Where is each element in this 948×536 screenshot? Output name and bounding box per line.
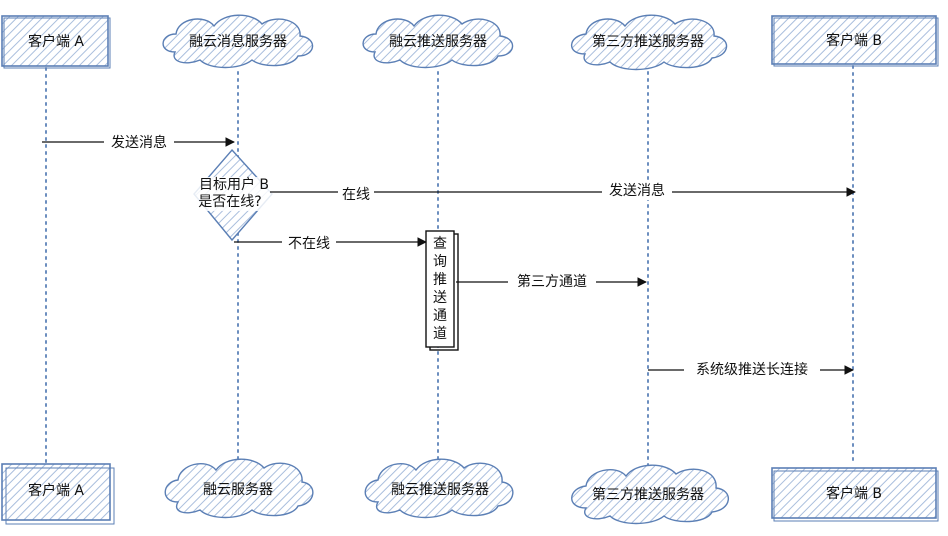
decision-online-check: 目标用户 B 是否在线? — [192, 148, 276, 242]
participant-label: 客户端 B — [826, 485, 882, 502]
participant-label: 客户端 A — [28, 482, 84, 499]
activation-char: 推 — [433, 272, 447, 288]
participant-top-rong-push: 融云推送服务器 — [362, 14, 514, 69]
participant-bottom-client-a: 客户端 A — [1, 463, 115, 525]
message-label: 发送消息 — [111, 134, 167, 151]
participant-label: 第三方推送服务器 — [592, 486, 704, 503]
participant-label: 融云服务器 — [203, 482, 273, 498]
activation-char: 送 — [433, 290, 447, 306]
activation-query-channel: 查 询 推 送 通 道 — [425, 230, 459, 351]
message-online: 在线 发送消息 — [270, 182, 856, 204]
participant-bottom-rong-push: 融云推送服务器 — [364, 458, 514, 519]
message-label: 不在线 — [288, 236, 330, 252]
activation-char: 查 — [433, 236, 447, 252]
message-label: 系统级推送长连接 — [696, 361, 808, 378]
participant-label: 第三方推送服务器 — [592, 33, 704, 50]
decision-line-2: 是否在线? — [198, 194, 261, 210]
message-label: 发送消息 — [609, 182, 665, 199]
participant-label: 客户端 A — [28, 33, 84, 50]
participant-bottom-client-b: 客户端 B — [771, 467, 939, 522]
message-label: 在线 — [342, 187, 370, 203]
participant-top-third-push: 第三方推送服务器 — [570, 14, 728, 71]
message-system-push: 系统级推送长连接 — [648, 361, 854, 379]
participant-top-client-b: 客户端 B — [771, 15, 939, 67]
participant-label: 融云消息服务器 — [189, 33, 287, 50]
message-third-channel: 第三方通道 — [456, 273, 647, 291]
participant-bottom-third-push: 第三方推送服务器 — [571, 464, 729, 525]
activation-char: 通 — [433, 308, 447, 324]
participant-label: 融云推送服务器 — [389, 34, 487, 50]
activation-char: 询 — [433, 254, 447, 270]
participant-bottom-rong-msg: 融云服务器 — [164, 458, 314, 519]
participant-top-rong-msg: 融云消息服务器 — [162, 14, 314, 69]
participant-label: 客户端 B — [826, 32, 882, 49]
message-send: 发送消息 — [42, 133, 235, 151]
decision-line-1: 目标用户 B — [199, 176, 269, 193]
activation-char: 道 — [433, 326, 447, 342]
message-offline: 不在线 — [234, 235, 427, 253]
message-label: 第三方通道 — [517, 273, 587, 290]
participant-label: 融云推送服务器 — [391, 482, 489, 498]
participant-top-client-a: 客户端 A — [1, 15, 111, 69]
